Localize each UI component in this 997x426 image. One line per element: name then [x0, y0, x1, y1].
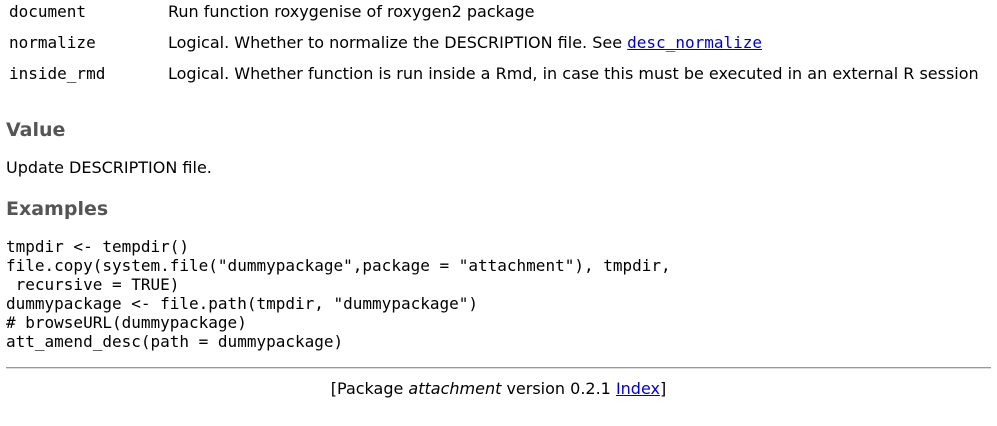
footer-package-name: attachment	[408, 379, 502, 398]
argument-name: normalize	[9, 33, 96, 52]
arguments-table: document Run function roxygenise of roxy…	[6, 0, 991, 87]
argument-description-text: Run function roxygenise of roxygen2 pack…	[168, 2, 535, 21]
footer-version-text: version 0.2.1	[501, 379, 616, 398]
footer-close-bracket: ]	[659, 379, 667, 398]
footer: [Package attachment version 0.2.1 Index]	[6, 379, 991, 398]
argument-name: document	[9, 2, 87, 21]
desc-normalize-link[interactable]: desc_normalize	[627, 33, 763, 52]
argument-row: inside_rmd Logical. Whether function is …	[6, 56, 991, 87]
argument-row: document Run function roxygenise of roxy…	[6, 0, 991, 25]
argument-description-text: Logical. Whether function is run inside …	[168, 64, 979, 83]
footer-open-bracket: [Package	[330, 379, 409, 398]
value-text: Update DESCRIPTION file.	[6, 158, 212, 177]
argument-name: inside_rmd	[9, 64, 106, 83]
index-link[interactable]: Index	[615, 379, 660, 398]
argument-description: Logical. Whether to normalize the DESCRI…	[165, 25, 991, 56]
examples-code: tmpdir <- tempdir() file.copy(system.fil…	[6, 237, 671, 351]
footer-divider	[6, 367, 991, 369]
argument-row: normalize Logical. Whether to normalize …	[6, 25, 991, 56]
argument-description: Run function roxygenise of roxygen2 pack…	[165, 0, 991, 25]
examples-heading: Examples	[6, 198, 109, 220]
value-heading: Value	[6, 119, 66, 141]
argument-description-text: Logical. Whether to normalize the DESCRI…	[168, 33, 628, 52]
argument-description: Logical. Whether function is run inside …	[165, 56, 991, 87]
help-page: document Run function roxygenise of roxy…	[6, 0, 991, 398]
